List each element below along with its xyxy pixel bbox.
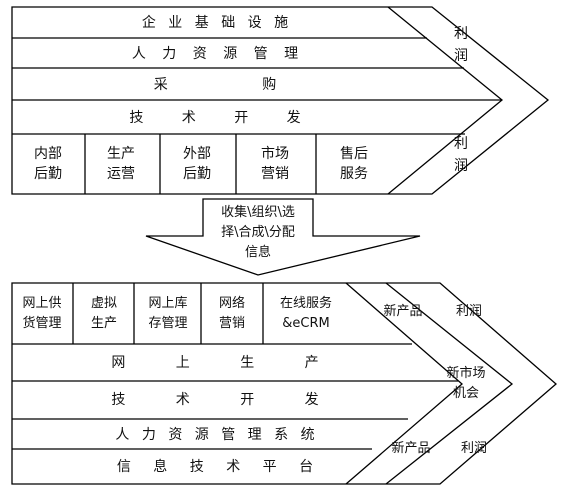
top-activity-4-line2: 营销 xyxy=(261,166,289,182)
top-activity-2-line2: 运营 xyxy=(107,166,135,182)
top-primary-activities: 内部 后勤 生产 运营 外部 后勤 市场 营销 售后 服务 xyxy=(34,145,368,182)
bottom-upper-profit: 利润 xyxy=(456,304,482,319)
bottom-chevron-2 xyxy=(385,282,514,485)
top-activity-4-line1: 市场 xyxy=(261,145,289,162)
bottom-upper-new-product: 新产品 xyxy=(383,303,422,319)
transform-arrow-line1: 收集\组织\选 xyxy=(221,204,295,220)
traditional-value-chain xyxy=(11,6,550,195)
transform-arrow xyxy=(145,198,421,276)
bottom-activity-3-line1: 网上库 xyxy=(148,295,187,311)
top-activity-3-line2: 后勤 xyxy=(183,166,211,182)
bottom-activity-5-line2: &eCRM xyxy=(282,316,329,331)
bottom-row-it-platform: 信 息 技 术 平 台 xyxy=(117,458,313,475)
bottom-activity-2-line1: 虚拟 xyxy=(91,296,117,311)
top-margin-lower-line2: 润 xyxy=(454,158,468,174)
top-margin-lower-line1: 利 xyxy=(454,136,468,152)
bottom-activity-4-line1: 网络 xyxy=(219,295,245,311)
transform-arrow-line3: 信息 xyxy=(245,244,271,260)
bottom-new-market-line1: 新市场 xyxy=(446,365,485,381)
bottom-row-online-production: 网 上 生 产 xyxy=(111,355,318,371)
bottom-activity-1-line2: 货管理 xyxy=(22,315,61,331)
bottom-activity-2-line2: 生产 xyxy=(91,316,117,331)
top-activity-3-line1: 外部 xyxy=(183,146,211,162)
bottom-activity-4-line2: 营销 xyxy=(219,316,245,331)
bottom-activity-3-line2: 存管理 xyxy=(148,316,187,331)
bottom-row-hr-system: 人 力 资 源 管 理 系 统 xyxy=(115,427,314,443)
top-row-tech-dev: 技 术 开 发 xyxy=(129,110,300,126)
bottom-activity-5-line1: 在线服务 xyxy=(280,295,332,311)
bottom-activity-1-line1: 网上供 xyxy=(22,296,61,311)
top-margin-upper-line1: 利 xyxy=(454,26,468,42)
bottom-new-market-line2: 机会 xyxy=(453,386,479,401)
top-outer-frame xyxy=(11,6,550,195)
top-activity-5-line1: 售后 xyxy=(340,146,368,162)
top-margin-upper-line2: 润 xyxy=(454,48,468,64)
bottom-chevron-1 xyxy=(345,282,463,485)
bottom-lower-new-product: 新产品 xyxy=(391,440,430,456)
top-activity-1-line1: 内部 xyxy=(34,146,62,162)
top-activity-1-line2: 后勤 xyxy=(34,166,62,182)
top-row-infrastructure: 企 业 基 础 设 施 xyxy=(142,14,288,31)
top-activity-2-line1: 生产 xyxy=(107,146,135,162)
e-value-chain xyxy=(11,282,557,485)
bottom-outer-frame xyxy=(11,282,557,485)
transform-arrow-line2: 择\合成\分配 xyxy=(221,225,295,240)
top-row-procurement: 采 购 xyxy=(154,77,276,93)
top-row-hr: 人 力 资 源 管 理 xyxy=(132,46,298,62)
bottom-lower-profit: 利润 xyxy=(461,441,487,456)
bottom-primary-activities: 网上供 货管理 虚拟 生产 网上库 存管理 网络 营销 在线服务 &eCRM xyxy=(22,295,332,331)
bottom-row-tech-dev: 技 术 开 发 xyxy=(111,392,318,408)
top-activity-5-line2: 服务 xyxy=(340,166,368,182)
